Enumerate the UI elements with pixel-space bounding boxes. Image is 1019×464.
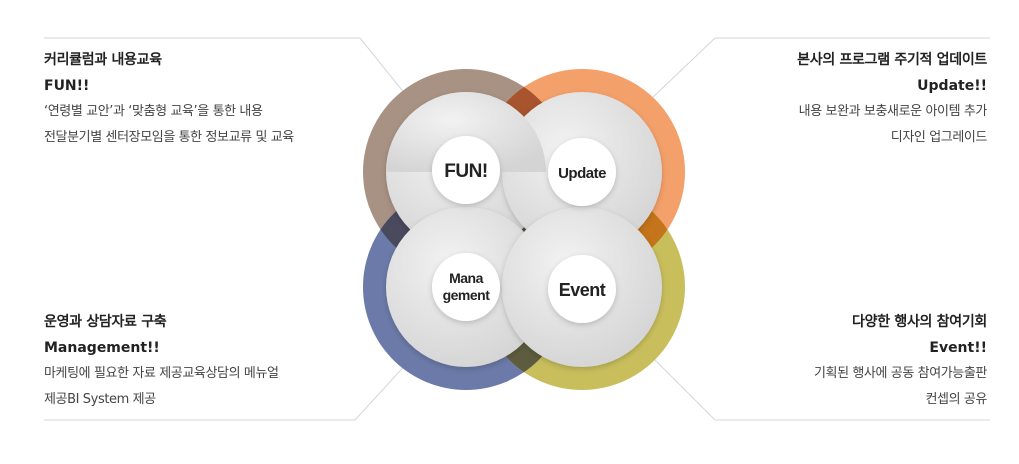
- fun-line-2: 전달분기별 센터장모임을 통한 정보교류 및 교육: [44, 130, 294, 145]
- inner-disc-fun-weave: [386, 92, 546, 172]
- update-description: 본사의 프로그램 주기적 업데이트 Update!! 내용 보완과 보충새로운 …: [797, 47, 987, 151]
- node-update-badge: [548, 138, 616, 206]
- management-line-2: 제공BI System 제공: [44, 392, 156, 407]
- event-subtitle: Event!!: [929, 340, 987, 356]
- node-update-label: Update: [558, 165, 606, 182]
- management-title: 운영과 상담자료 구축: [44, 314, 167, 330]
- event-line-1: 기획된 행사에 공동 참여가능출판: [813, 366, 987, 381]
- event-line-2: 컨셉의 공유: [925, 392, 987, 407]
- management-description: 운영과 상담자료 구축 Management!! 마케팅에 필요한 자료 제공교…: [44, 309, 279, 413]
- management-subtitle: Management!!: [44, 340, 160, 356]
- event-description: 다양한 행사의 참여기회 Event!! 기획된 행사에 공동 참여가능출판 컨…: [814, 309, 987, 413]
- fun-line-1: ‘연령별 교안’과 ‘맞춤형 교육’을 통한 내용: [44, 104, 263, 119]
- update-line-2: 디자인 업그레이드: [890, 130, 988, 145]
- management-line-1: 마케팅에 필요한 자료 제공교육상담의 메뉴얼: [44, 366, 279, 381]
- update-title: 본사의 프로그램 주기적 업데이트: [797, 52, 987, 68]
- node-management-label-1: Mana: [449, 270, 484, 286]
- node-management-label-2: gement: [443, 287, 491, 303]
- node-fun-badge: [432, 136, 500, 204]
- leader-line-fun: [359, 37, 411, 101]
- node-event-label: Event: [559, 280, 606, 300]
- fun-subtitle: FUN!!: [44, 78, 90, 94]
- fun-title: 커리큘럼과 내용교육: [44, 52, 162, 68]
- node-event-badge: [548, 255, 616, 323]
- leader-line-management: [354, 359, 411, 421]
- update-line-1: 내용 보완과 보충새로운 아이템 추가: [798, 104, 988, 119]
- update-subtitle: Update!!: [917, 78, 987, 94]
- fun-description: 커리큘럼과 내용교육 FUN!! ‘연령별 교안’과 ‘맞춤형 교육’을 통한 …: [44, 47, 294, 151]
- node-management-badge: [432, 253, 500, 321]
- leader-line-update: [649, 37, 716, 101]
- node-fun-label: FUN!: [444, 161, 487, 182]
- leader-line-event: [644, 349, 716, 421]
- event-title: 다양한 행사의 참여기회: [852, 314, 987, 330]
